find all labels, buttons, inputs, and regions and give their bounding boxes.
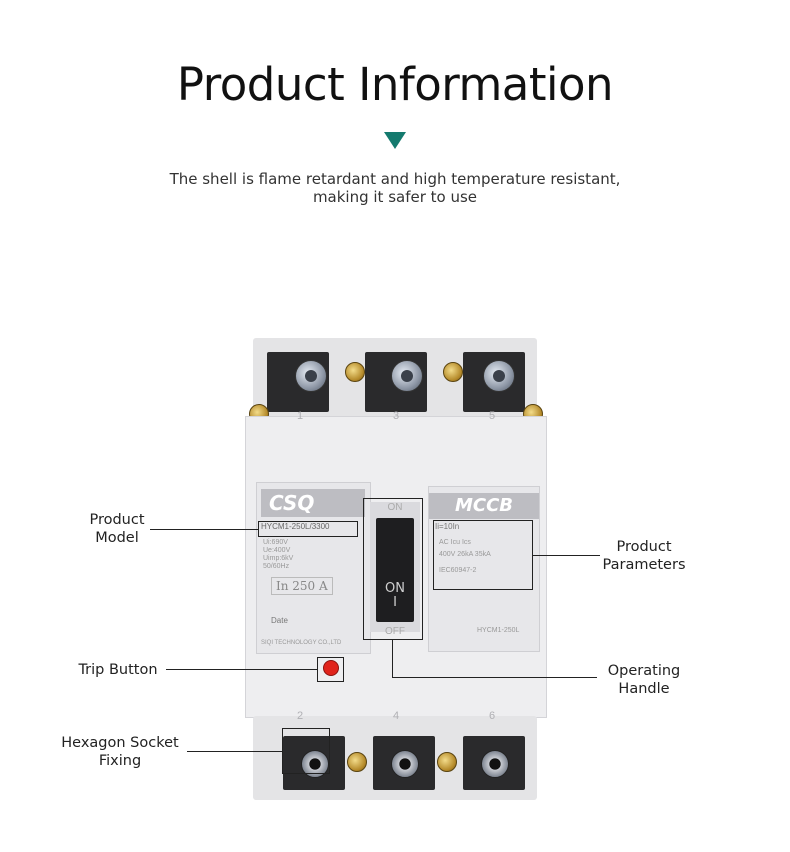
brass-screw-icon	[347, 752, 367, 772]
terminal-number: 4	[393, 710, 400, 722]
label-line: Hexagon Socket	[61, 735, 179, 751]
hex-highlight-box	[282, 728, 330, 774]
handle-marking: ON I	[376, 582, 414, 610]
parameters-label: MCCB Ii=10In AC Icu Ics 400V 26kA 35kA I…	[428, 486, 540, 652]
terminal-number: 3	[393, 410, 400, 422]
trip-button-label: Trip Button	[78, 662, 158, 678]
brass-screw-icon	[437, 752, 457, 772]
maker-name: SIQI TECHNOLOGY CO.,LTD	[261, 640, 342, 646]
label-line: Handle	[618, 681, 670, 697]
trip-highlight-box	[317, 657, 344, 682]
parameters-highlight-box	[433, 520, 533, 590]
handle-highlight-box	[363, 498, 423, 640]
hex-leader-line	[187, 751, 282, 752]
off-marking: OFF	[385, 626, 405, 637]
brass-screw-icon	[345, 362, 365, 382]
parameters-leader-line	[533, 555, 600, 556]
model-highlight-box	[258, 521, 358, 537]
hexagon-socket-label: Hexagon Socket Fixing	[52, 734, 188, 770]
bottom-terminal-block	[253, 716, 537, 800]
on-marking: ON	[387, 502, 403, 513]
operating-handle[interactable]	[376, 518, 414, 622]
label-line: Operating	[607, 663, 681, 679]
operating-handle-label: Operating Handle	[596, 662, 692, 698]
params-row: AC Icu Ics	[439, 539, 471, 546]
hexagon-socket-icon	[481, 750, 509, 778]
terminal-screw-icon	[295, 360, 327, 392]
handle-i-text: I	[393, 595, 397, 610]
spec-line: 50/60Hz	[263, 563, 290, 570]
terminal-number: 2	[297, 710, 304, 722]
page-title: Product Information	[176, 58, 614, 111]
terminal-screw-icon	[483, 360, 515, 392]
label-line: Model	[95, 530, 139, 546]
terminal-number: 6	[489, 710, 496, 722]
params-row: 400V 26kA 35kA	[439, 551, 491, 558]
brass-screw-icon	[443, 362, 463, 382]
terminal-screw-icon	[391, 360, 423, 392]
hexagon-socket-icon	[391, 750, 419, 778]
trip-leader-line	[166, 669, 317, 670]
standard-code: IEC60947-2	[439, 567, 477, 574]
handle-on-text: ON	[385, 581, 405, 596]
brand-label: CSQ HYCM1-250L/3300 Ui:690V Ue:400V Uimp…	[256, 482, 371, 654]
subtitle-line-1: The shell is flame retardant and high te…	[169, 170, 621, 188]
label-line: Fixing	[98, 753, 142, 769]
product-parameters-label: Product Parameters	[596, 538, 692, 574]
terminal-number: 1	[297, 410, 304, 422]
product-model-label: Product Model	[72, 511, 162, 547]
brand-logo: CSQ	[261, 489, 365, 517]
label-line: Parameters	[602, 557, 686, 573]
label-line: Product	[89, 512, 145, 528]
subtitle-line-2: making it safer to use	[312, 188, 478, 206]
terminal-number: 5	[489, 410, 496, 422]
current-rating: In 250 A	[271, 577, 333, 595]
date-label: Date	[271, 616, 288, 625]
spec-line: Uimp:6kV	[263, 555, 294, 562]
spec-line: Ui:690V	[263, 539, 288, 546]
label-line: Product	[616, 539, 672, 555]
subtitle: The shell is flame retardant and high te…	[0, 170, 790, 206]
params-header: Ii=10In	[435, 522, 460, 531]
mccb-badge: MCCB	[429, 493, 539, 519]
down-triangle-icon	[384, 132, 406, 149]
top-terminal-block	[253, 338, 537, 428]
model-number: HYCM1-250L/3300	[261, 522, 330, 531]
trip-button[interactable]	[323, 660, 339, 676]
circuit-breaker-image: 1 3 5 CSQ HYCM1-250L/3300 Ui:690V Ue:400…	[245, 338, 547, 800]
handle-leader-vertical	[392, 640, 393, 677]
footer-model: HYCM1-250L	[477, 627, 520, 634]
handle-leader-horizontal	[392, 677, 597, 678]
spec-line: Ue:400V	[263, 547, 291, 554]
model-leader-line	[150, 529, 258, 530]
